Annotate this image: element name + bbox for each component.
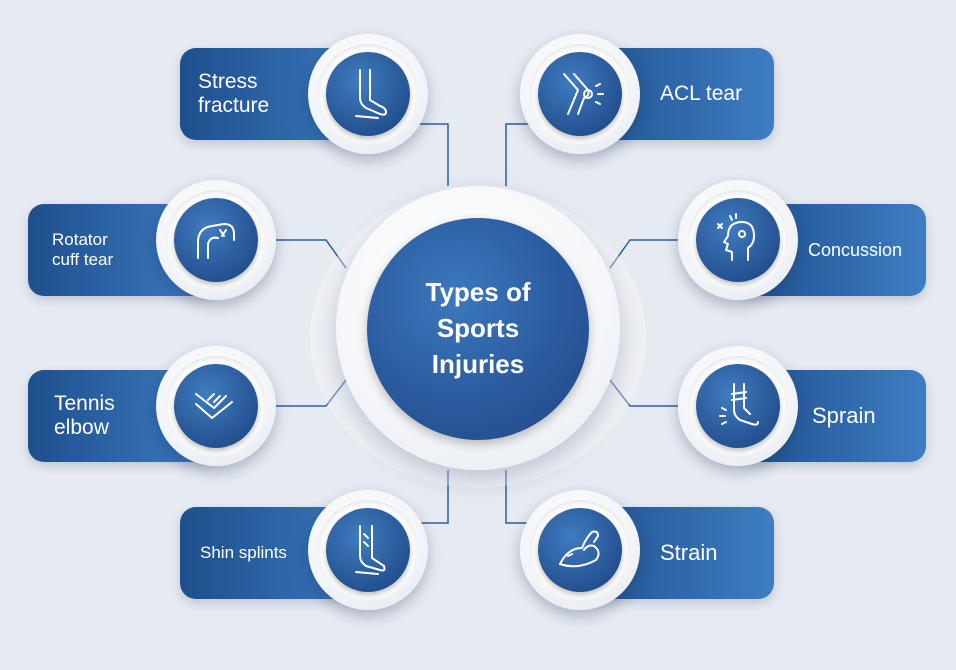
foot-icon (308, 34, 428, 154)
item-concussion-label: Concussion (808, 239, 903, 260)
connector-shin-splints (420, 470, 449, 524)
item-tennis-elbow-label: Tennis elbow (54, 391, 115, 439)
item-rotator-cuff-tear-label: Rotator cuff tear (52, 230, 114, 269)
ankle-icon (678, 346, 798, 466)
hub-title: Types of Sports Injuries (425, 277, 531, 379)
connector-concussion (609, 239, 696, 269)
item-strain-label: Strain (660, 540, 718, 566)
hub-center: Types of Sports Injuries (367, 218, 589, 440)
item-acl-tear-label: ACL tear (660, 81, 743, 105)
item-sprain-label: Sprain (812, 403, 876, 429)
elbow-icon (156, 346, 276, 466)
connector-rotator-cuff (262, 239, 347, 269)
item-stress-fracture-label: Stress fracture (198, 69, 270, 117)
shin-icon (308, 490, 428, 610)
item-shin-splints-label: Shin splints (200, 543, 287, 563)
knee-icon (520, 34, 640, 154)
head-injury-icon (678, 180, 798, 300)
connector-sprain (609, 379, 696, 407)
shoulder-icon (156, 180, 276, 300)
connector-stress-fracture (420, 123, 449, 186)
connector-tennis-elbow (262, 379, 347, 407)
muscle-arm-icon (520, 490, 640, 610)
